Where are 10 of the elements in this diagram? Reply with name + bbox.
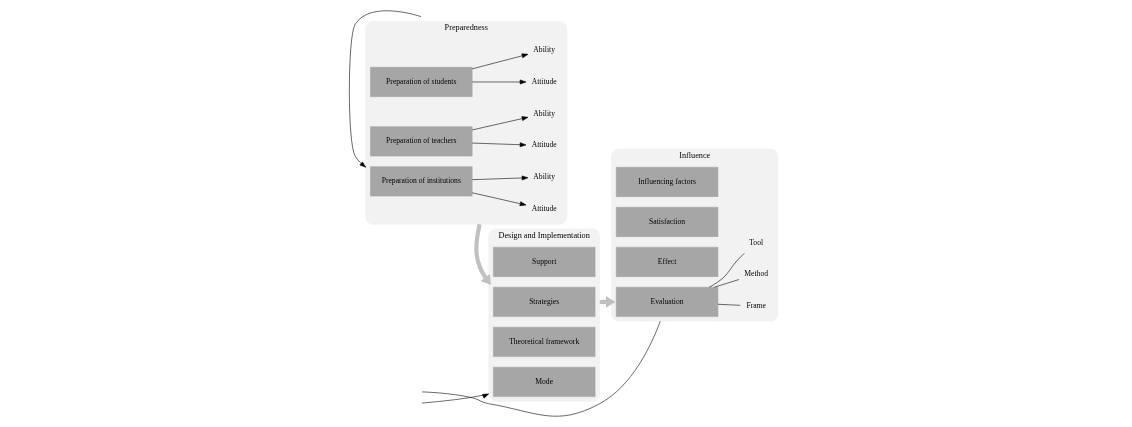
arrow — [471, 116, 529, 131]
arrow — [474, 223, 491, 286]
arrow — [421, 393, 489, 404]
arrow — [349, 10, 422, 168]
arrow — [471, 192, 527, 206]
arrow — [471, 53, 529, 70]
arrow — [471, 79, 527, 85]
arrow — [471, 175, 529, 181]
connector — [421, 321, 661, 417]
arrow — [471, 142, 527, 148]
